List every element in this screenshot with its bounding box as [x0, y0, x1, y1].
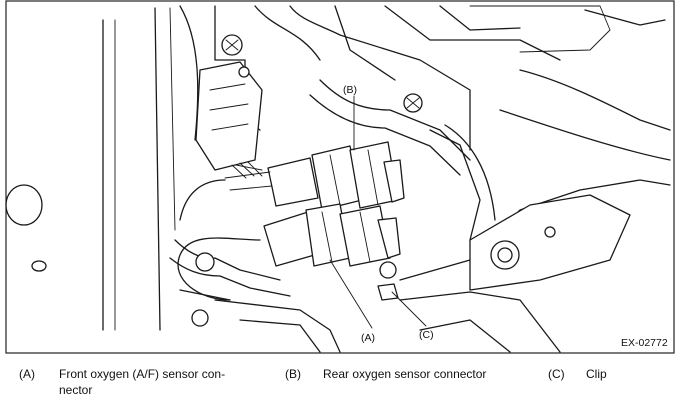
- leader-c: [391, 291, 427, 327]
- wiring-harness-upper: [309, 79, 496, 241]
- front-oxygen-sensor-connector: [177, 203, 401, 301]
- callout-label-b: (B): [343, 84, 357, 96]
- callout-label-a: (A): [361, 332, 375, 344]
- callout-leaders: [329, 95, 427, 329]
- engine-block: [179, 5, 671, 171]
- legend-key-a: (A): [19, 367, 35, 381]
- legend-key-c: (C): [548, 367, 565, 381]
- lower-pipe: [169, 239, 341, 353]
- legend-key-b: (B): [285, 367, 301, 381]
- figure-code: EX-02772: [621, 337, 668, 349]
- legend-label-b: Rear oxygen sensor connector: [323, 367, 487, 381]
- legend-label-a: Front oxygen (A/F) sensor con- nector: [59, 367, 226, 397]
- legend-label-c: Clip: [586, 367, 607, 381]
- rear-oxygen-sensor-connector: [179, 141, 405, 221]
- figure-legend: (A) Front oxygen (A/F) sensor con- necto…: [0, 366, 679, 406]
- left-panel: [5, 7, 176, 331]
- callout-label-c: (C): [419, 329, 434, 341]
- leader-a: [329, 259, 373, 329]
- clip-and-bracket: [377, 179, 671, 353]
- figure-frame: [5, 0, 675, 354]
